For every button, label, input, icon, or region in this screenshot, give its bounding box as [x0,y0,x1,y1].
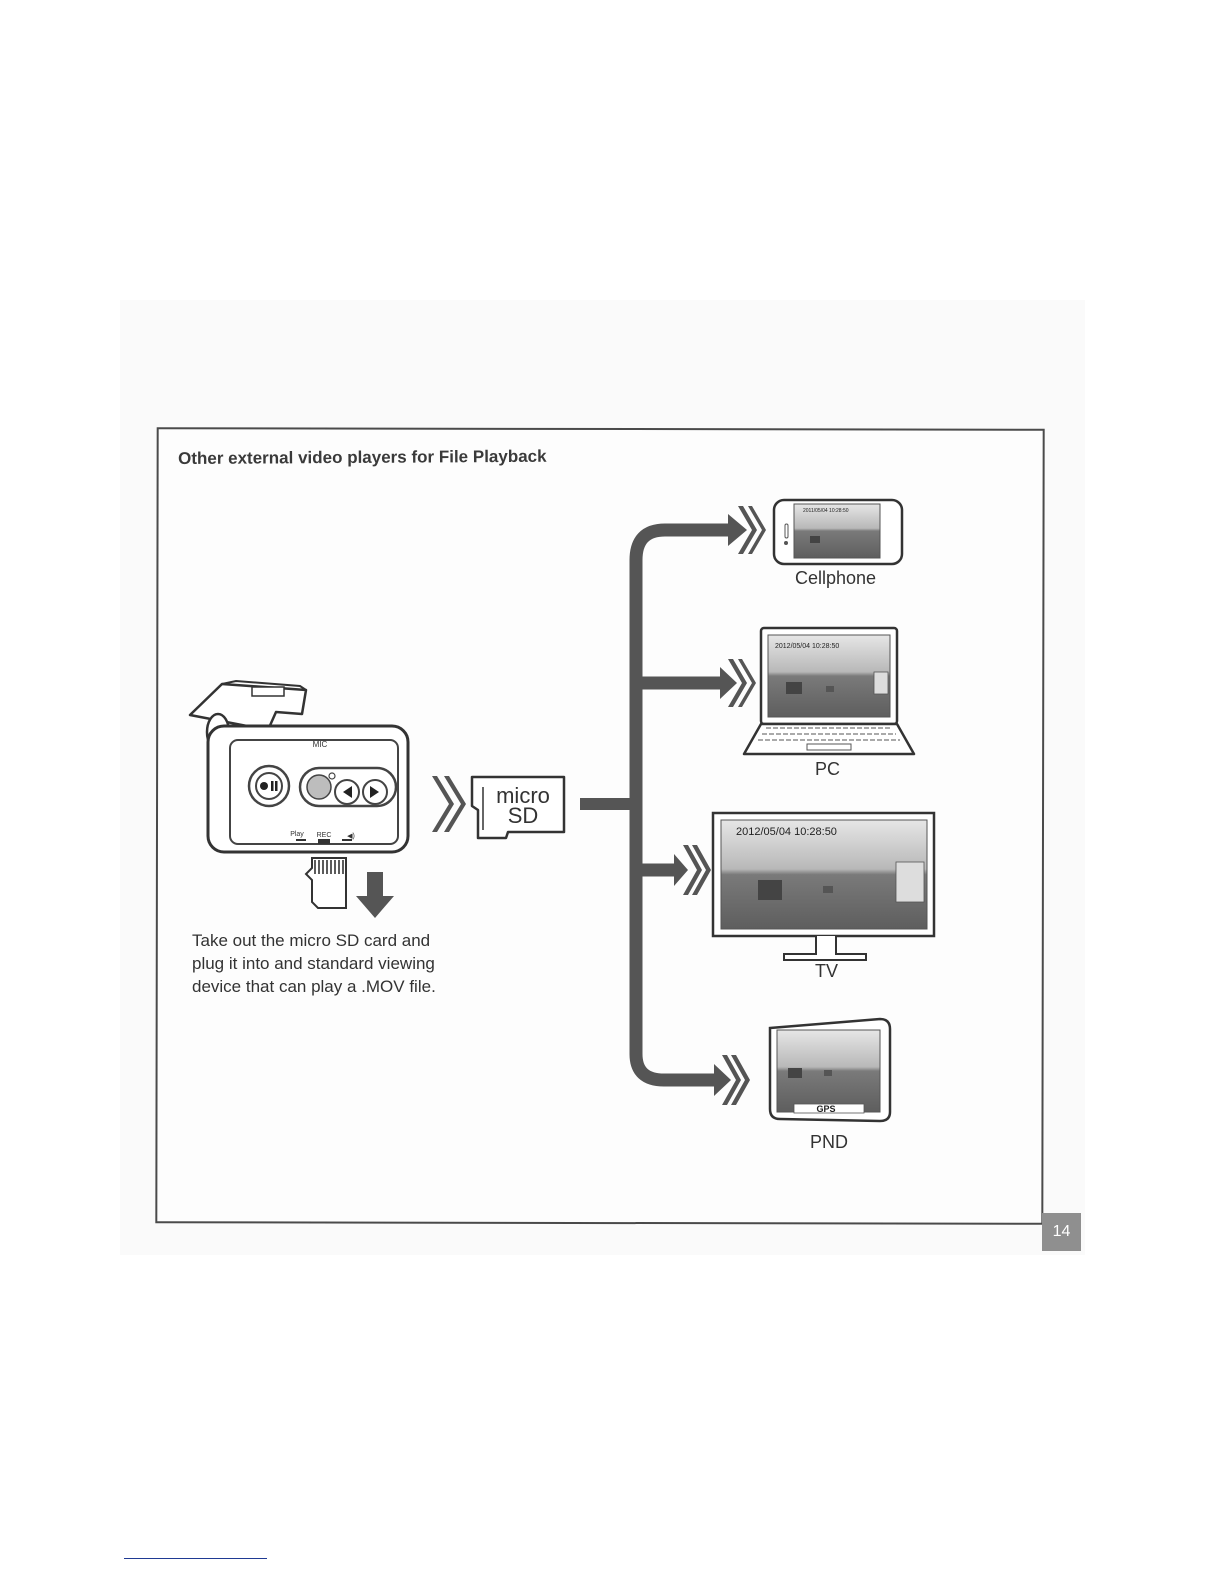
footnote-rule [124,1558,267,1559]
chevron-arrow-icon [728,506,766,554]
sd-card-text-sd: SD [508,803,539,828]
gps-navigator-icon: GPS [770,1019,890,1121]
tv-timestamp: 2012/05/04 10:28:50 [736,826,837,838]
chevron-arrow-icon [714,1055,750,1105]
branch-connector [580,530,730,1080]
caption-line: device that can play a .MOV file. [192,975,492,998]
ejected-sd-card-icon [306,858,346,908]
caption-line: plug it into and standard viewing [192,952,492,975]
mic-label: MIC [313,740,328,749]
chevron-arrow-icon [720,659,756,707]
cellphone-label: Cellphone [795,568,876,589]
rec-button-label: REC [317,832,332,839]
volume-button-label: ◀) [347,833,355,840]
pc-timestamp: 2012/05/04 10:28:50 [775,643,839,650]
dashcam-icon: MIC Play REC ◀) [190,681,408,852]
pnd-label: PND [810,1132,848,1153]
laptop-icon: 2012/05/04 10:28:50 [744,628,914,754]
tv-label: TV [815,961,838,982]
chevron-arrow-icon [674,845,711,895]
cellphone-icon: 2011/05/04 10:28:50 [774,500,902,564]
play-button-label: Play [290,831,304,838]
gps-badge: GPS [816,1104,835,1114]
pc-label: PC [815,759,840,780]
chevron-arrow-icon [432,776,466,832]
tv-icon: 2012/05/04 10:28:50 [713,813,934,960]
micro-sd-card-icon: micro SD [472,777,564,838]
caption-line: Take out the micro SD card and [192,929,492,952]
instruction-caption: Take out the micro SD card and plug it i… [192,929,492,998]
cellphone-timestamp: 2011/05/04 10:28:50 [803,508,849,514]
down-arrow-icon [356,872,394,918]
page-number-badge: 14 [1042,1213,1081,1251]
